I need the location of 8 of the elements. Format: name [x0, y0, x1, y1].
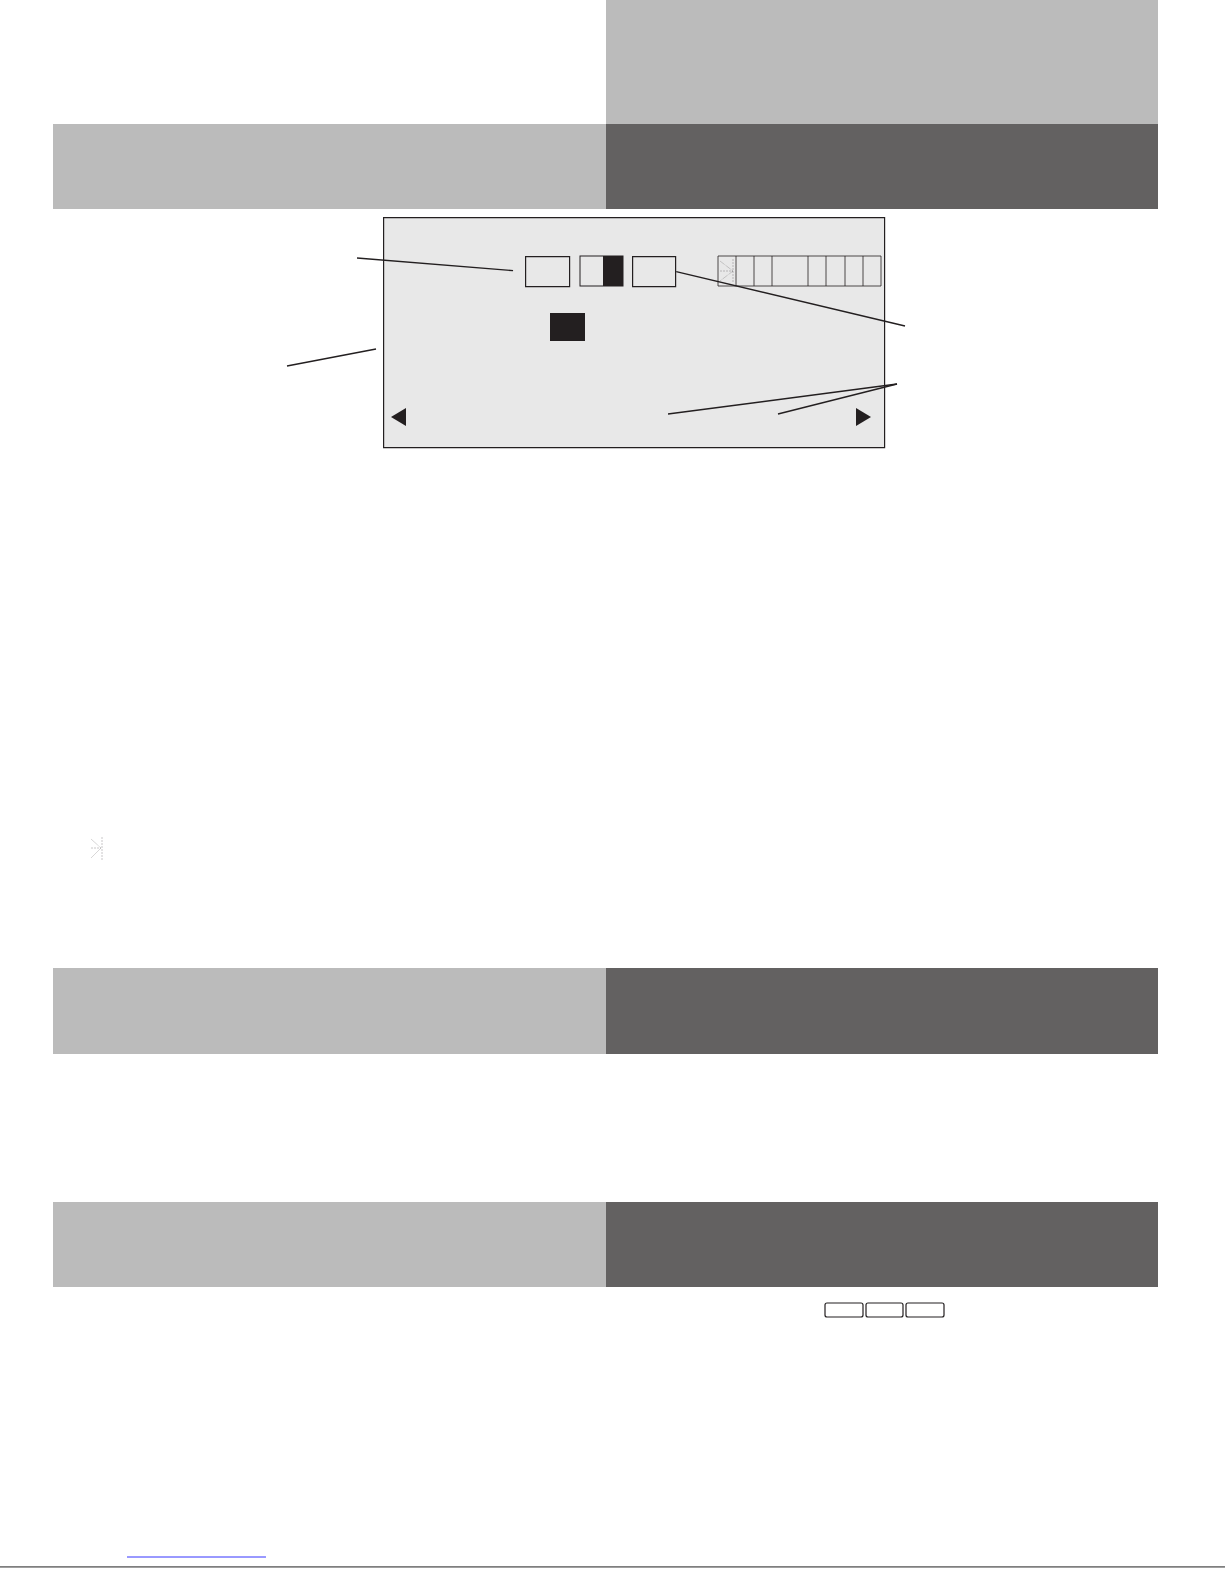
leader-line	[675, 270, 906, 327]
leader-line	[667, 383, 898, 415]
display-screen	[383, 217, 886, 449]
indicator-box	[632, 256, 677, 288]
leader-line	[286, 348, 377, 367]
leader-line	[777, 383, 898, 415]
leader-line	[356, 257, 514, 272]
indicator-box	[525, 256, 571, 288]
